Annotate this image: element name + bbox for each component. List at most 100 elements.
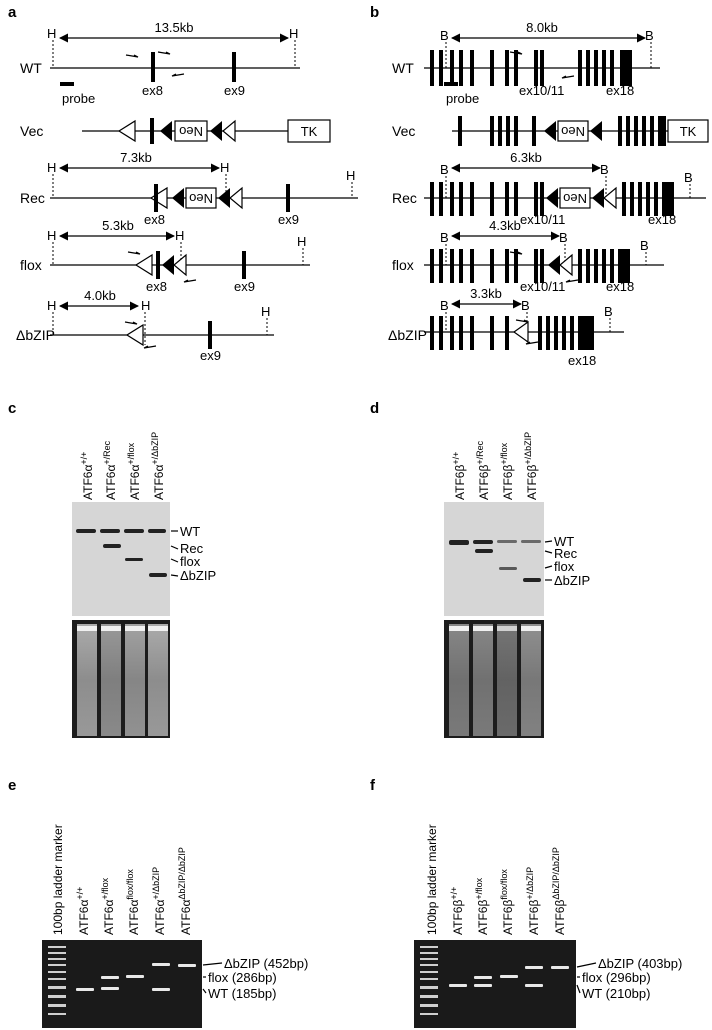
a-wt-site-h-left: H	[47, 26, 56, 41]
a-dbzip-size: 4.0kb	[84, 288, 116, 303]
panel-c: c ATF6α+/+ ATF6α+/Rec ATF6α+/flox ATF6α+…	[8, 400, 216, 738]
b-flox-ex18: ex18	[606, 279, 634, 294]
c-lane-3: ATF6α+/flox	[126, 442, 142, 500]
d-lane-2: ATF6β+/Rec	[475, 440, 491, 500]
c-bands	[76, 529, 167, 577]
d-label-wt: WT	[554, 534, 574, 549]
b-row-label-dbzip: ΔbZIP	[388, 327, 427, 343]
e-label-dbzip: ΔbZIP (452bp)	[224, 956, 308, 971]
a-dbzip-site-h-2: H	[141, 298, 150, 313]
a-wt-row: WT H H 13.5kb probe ex8 ex9	[20, 20, 300, 106]
c-band-labels: WT Rec flox ΔbZIP	[170, 524, 216, 583]
panel-b: b WT B B 8.0kb probe	[370, 4, 709, 368]
b-dbzip-site-2: B	[521, 298, 530, 313]
e-band-labels: ΔbZIP (452bp) flox (286bp) WT (185bp)	[202, 956, 308, 1001]
a-wt-size: 13.5kb	[154, 20, 193, 35]
b-dbzip-ex18: ex18	[568, 353, 596, 368]
a-rec-ex8: ex8	[144, 212, 165, 227]
panel-label-a: a	[8, 4, 17, 21]
f-lane-labels: 100bp ladder marker ATF6β+/+ ATF6β+/flox…	[425, 824, 567, 935]
d-lane-1: ATF6β+/+	[451, 452, 467, 500]
e-pcr-bands	[76, 963, 196, 991]
b-flox-row: flox B B B 4.3kb ex10	[392, 218, 664, 294]
a-dbzip-row: ΔbZIP H H H 4.0kb ex9	[16, 288, 274, 363]
a-flox-size: 5.3kb	[102, 218, 134, 233]
a-row-label-flox: flox	[20, 257, 42, 273]
f-ladder-label: 100bp ladder marker	[425, 824, 439, 935]
d-lane-4: ATF6β+/ΔbZIP	[523, 432, 539, 500]
a-rec-site-h-1: H	[47, 160, 56, 175]
d-band-labels: WT Rec flox ΔbZIP	[544, 534, 590, 588]
e-ladder-bands	[48, 946, 66, 1015]
a-dbzip-ex9: ex9	[200, 348, 221, 363]
a-row-label-vec: Vec	[20, 123, 43, 139]
a-vec-row: Vec Neo TK	[20, 118, 331, 144]
b-wt-site-2: B	[645, 28, 654, 43]
a-flox-site-h-2: H	[175, 228, 184, 243]
e-ladder-label: 100bp ladder marker	[51, 824, 65, 935]
c-label-rec: Rec	[180, 541, 204, 556]
b-row-label-rec: Rec	[392, 190, 417, 206]
a-row-label-dbzip: ΔbZIP	[16, 327, 55, 343]
c-lane-2: ATF6α+/Rec	[102, 440, 118, 500]
b-flox-site-3: B	[640, 238, 649, 253]
d-label-dbzip: ΔbZIP	[554, 573, 590, 588]
e-lane-3: ATF6αflox/flox	[125, 869, 141, 935]
e-lane-4: ATF6α+/ΔbZIP	[151, 867, 167, 935]
c-lane-4: ATF6α+/ΔbZIP	[150, 432, 166, 500]
d-label-flox: flox	[554, 559, 575, 574]
c-gel-lanes	[77, 624, 168, 736]
panel-e: e 100bp ladder marker ATF6α+/+ ATF6α+/fl…	[8, 777, 308, 1028]
panel-label-e: e	[8, 777, 16, 794]
b-flox-size: 4.3kb	[489, 218, 521, 233]
e-lane-5: ATF6αΔbZIP/ΔbZIP	[177, 847, 193, 935]
e-label-flox: flox (286bp)	[208, 970, 277, 985]
f-label-wt: WT (210bp)	[582, 986, 650, 1001]
f-band-labels: ΔbZIP (403bp) flox (296bp) WT (210bp)	[576, 956, 682, 1001]
panel-a: a WT H H 13.5kb probe ex8 ex9 Vec	[8, 4, 358, 363]
b-wt-site-1: B	[440, 28, 449, 43]
b-vec-tk: TK	[680, 124, 697, 139]
b-rec-neo: Neo	[563, 191, 587, 206]
e-label-wt: WT (185bp)	[208, 986, 276, 1001]
a-vec-tk: TK	[301, 124, 318, 139]
c-label-flox: flox	[180, 554, 201, 569]
f-label-flox: flox (296bp)	[582, 970, 651, 985]
a-dbzip-site-h-3: H	[261, 304, 270, 319]
a-flox-site-h-1: H	[47, 228, 56, 243]
b-rec-size: 6.3kb	[510, 150, 542, 165]
f-lane-3: ATF6βflox/flox	[499, 869, 515, 935]
f-lane-5: ATF6βΔbZIP/ΔbZIP	[551, 847, 567, 935]
c-lane-labels: ATF6α+/+ ATF6α+/Rec ATF6α+/flox ATF6α+/Δ…	[79, 432, 166, 500]
b-flox-ex10: ex10/11	[520, 279, 565, 294]
f-ladder-bands	[420, 946, 438, 1015]
f-label-dbzip: ΔbZIP (403bp)	[598, 956, 682, 971]
a-rec-size: 7.3kb	[120, 150, 152, 165]
b-rec-site-3: B	[684, 170, 693, 185]
f-lane-2: ATF6β+/flox	[474, 877, 490, 935]
a-flox-ex9: ex9	[234, 279, 255, 294]
a-flox-row: flox H H H 5.3kb ex8 ex9	[20, 218, 310, 294]
b-rec-row: Rec B B B 6.3kb Neo	[392, 150, 706, 227]
a-wt-ex9: ex9	[224, 83, 245, 98]
panel-d: d ATF6β+/+ ATF6β+/Rec ATF6β+/flox ATF6β+…	[370, 400, 590, 738]
b-dbzip-size: 3.3kb	[470, 286, 502, 301]
b-rec-ex18: ex18	[648, 212, 676, 227]
f-pcr-bands	[449, 966, 569, 987]
a-wt-ex8: ex8	[142, 83, 163, 98]
d-lane-labels: ATF6β+/+ ATF6β+/Rec ATF6β+/flox ATF6β+/Δ…	[451, 432, 539, 500]
b-vec-neo: Neo	[561, 124, 585, 139]
a-rec-site-h-2: H	[220, 160, 229, 175]
d-label-rec: Rec	[554, 546, 578, 561]
b-probe-label: probe	[446, 91, 479, 106]
a-probe-label: probe	[62, 91, 95, 106]
a-wt-site-h-right: H	[289, 26, 298, 41]
d-southern-blot	[444, 502, 544, 616]
b-flox-site-1: B	[440, 230, 449, 245]
b-flox-site-2: B	[559, 230, 568, 245]
e-lane-labels: 100bp ladder marker ATF6α+/+ ATF6α+/flox…	[51, 824, 193, 935]
panel-label-c: c	[8, 400, 16, 417]
a-rec-neo: Neo	[189, 191, 213, 206]
b-wt-ex10: ex10/11	[519, 83, 564, 98]
a-rec-site-h-3: H	[346, 168, 355, 183]
